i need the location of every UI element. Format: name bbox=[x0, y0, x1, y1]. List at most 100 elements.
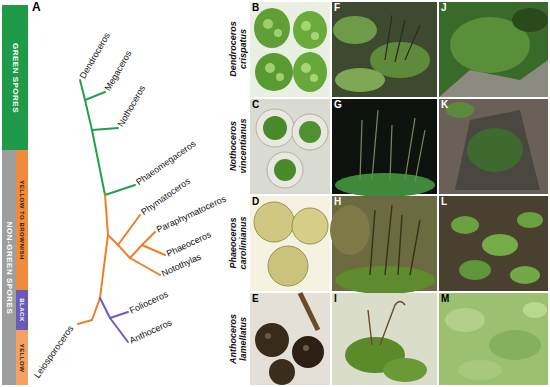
spore-color-band: GREEN SPORES bbox=[2, 5, 28, 150]
art-shape bbox=[130, 258, 160, 275]
art-shape bbox=[300, 293, 318, 330]
art-shape bbox=[360, 110, 425, 182]
art-shape bbox=[385, 15, 420, 62]
art-shape bbox=[333, 16, 377, 44]
art-shape bbox=[510, 266, 540, 284]
art-shape bbox=[292, 114, 328, 150]
art-shape bbox=[523, 302, 547, 318]
art-shape bbox=[439, 2, 548, 97]
photo-c bbox=[250, 99, 330, 194]
taxon-label: Phaeoceros bbox=[165, 229, 213, 258]
species-name: Nothoceros vincentianus bbox=[228, 100, 248, 192]
art-shape bbox=[255, 323, 289, 357]
panel-letter: I bbox=[334, 294, 337, 304]
art-shape bbox=[276, 73, 284, 81]
art-shape bbox=[100, 235, 108, 298]
art-shape bbox=[255, 53, 293, 91]
spore-color-band: NON-GREEN SPORES bbox=[2, 150, 16, 385]
panel-letter: M bbox=[441, 294, 449, 304]
panel-letter: C bbox=[252, 100, 259, 110]
art-shape bbox=[80, 80, 85, 100]
art-shape bbox=[446, 102, 474, 118]
art-shape bbox=[332, 2, 437, 97]
taxon-label: Folioceros bbox=[128, 289, 170, 316]
art-shape bbox=[110, 318, 128, 342]
art-shape bbox=[467, 128, 523, 172]
art-shape bbox=[254, 202, 294, 242]
art-shape bbox=[265, 63, 275, 73]
panel-letter: J bbox=[441, 3, 447, 13]
art-shape bbox=[85, 100, 92, 130]
art-shape bbox=[256, 109, 294, 147]
panel-letter: H bbox=[334, 197, 341, 207]
art-shape bbox=[439, 60, 548, 97]
art-shape bbox=[292, 208, 328, 244]
art-shape bbox=[301, 21, 311, 31]
art-shape bbox=[250, 196, 330, 291]
art-shape bbox=[299, 121, 321, 143]
band-label: GREEN SPORES bbox=[11, 42, 20, 112]
art-shape bbox=[92, 130, 105, 195]
panel-letter: G bbox=[334, 100, 342, 110]
panel-letter: E bbox=[252, 294, 259, 304]
art-shape bbox=[311, 32, 319, 40]
art-shape bbox=[268, 246, 308, 286]
art-shape bbox=[330, 205, 370, 255]
band-label: YELLOW TO BROWNISH bbox=[19, 180, 26, 260]
art-shape bbox=[110, 312, 128, 318]
art-shape bbox=[130, 245, 142, 258]
taxon-label: Anthoceros bbox=[128, 317, 173, 345]
species-name: Phaeoceros carolinianus bbox=[228, 197, 248, 289]
art-shape bbox=[445, 308, 485, 332]
art-shape bbox=[439, 293, 548, 385]
art-shape bbox=[92, 298, 100, 320]
band-label: NON-GREEN SPORES bbox=[5, 221, 14, 313]
art-shape bbox=[85, 92, 105, 100]
panel-letter: B bbox=[252, 3, 259, 13]
panel-letter: K bbox=[441, 100, 448, 110]
art-shape bbox=[250, 2, 330, 97]
art-shape bbox=[254, 8, 290, 48]
spore-color-band: YELLOW TO BROWNISH bbox=[16, 150, 28, 290]
taxon-label: Dendroceros bbox=[78, 31, 112, 81]
panel-letter: L bbox=[441, 197, 447, 207]
art-shape bbox=[383, 358, 427, 382]
art-shape bbox=[439, 99, 548, 194]
art-shape bbox=[105, 185, 135, 195]
species-name: Anthoceros lamellatus bbox=[228, 294, 248, 384]
art-shape bbox=[489, 330, 541, 360]
art-shape bbox=[368, 302, 405, 346]
panel-letter: A bbox=[32, 1, 41, 13]
photo-h bbox=[330, 196, 437, 294]
art-shape bbox=[370, 205, 420, 275]
photo-b bbox=[250, 2, 330, 97]
art-shape bbox=[250, 99, 330, 194]
art-shape bbox=[263, 116, 287, 140]
taxon-label: Megaceros bbox=[103, 49, 134, 93]
art-shape bbox=[108, 235, 118, 245]
taxon-label: Leiosporoceros bbox=[32, 324, 75, 380]
art-shape bbox=[303, 345, 309, 351]
art-shape bbox=[293, 11, 327, 49]
photo-f bbox=[332, 2, 437, 97]
art-shape bbox=[100, 298, 110, 318]
spore-color-band: YELLOW bbox=[16, 330, 28, 385]
art-shape bbox=[310, 74, 318, 82]
art-shape bbox=[142, 245, 165, 255]
art-shape bbox=[455, 110, 540, 190]
art-shape bbox=[118, 215, 140, 245]
art-shape bbox=[269, 359, 295, 385]
taxon-label: Nothoceros bbox=[116, 84, 148, 129]
art-shape bbox=[293, 52, 327, 92]
art-shape bbox=[335, 68, 385, 92]
art-shape bbox=[458, 360, 502, 380]
art-shape bbox=[105, 195, 108, 235]
art-shape bbox=[274, 29, 282, 37]
art-shape bbox=[274, 159, 296, 181]
taxon-label: Notothylas bbox=[160, 251, 203, 278]
photo-e bbox=[250, 293, 330, 385]
photo-g bbox=[332, 99, 437, 197]
photo-m bbox=[439, 293, 548, 385]
